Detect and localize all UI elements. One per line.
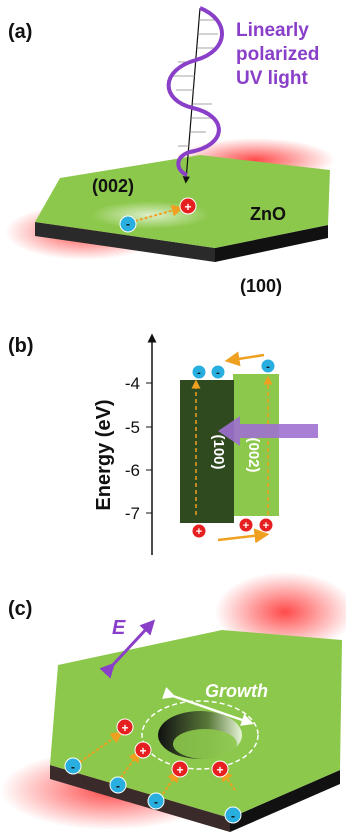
svg-text:-: - xyxy=(116,779,120,793)
hole-transfer-arrow xyxy=(217,528,270,544)
light-label-line-2: polarized xyxy=(236,44,319,65)
light-label: Linearly polarized UV light xyxy=(236,20,325,89)
svg-text:+: + xyxy=(216,763,223,777)
svg-text:-: - xyxy=(197,367,201,379)
svg-text:-: - xyxy=(154,795,158,809)
zno-side-face-right xyxy=(215,225,328,262)
panel-c: (c) E Growth + + + xyxy=(0,572,346,832)
svg-text:-: - xyxy=(231,809,235,823)
tick-label: -5 xyxy=(125,418,140,437)
hole-particle: + xyxy=(211,760,229,778)
hole-particle: + xyxy=(258,517,274,533)
svg-text:-: - xyxy=(216,367,220,379)
svg-text:+: + xyxy=(263,520,269,532)
facet-002-label: (002) xyxy=(92,176,134,196)
facet-100-label: (100) xyxy=(240,276,282,296)
energy-ticks: -4 -5 -6 -7 xyxy=(125,374,152,523)
band-002 xyxy=(233,374,279,516)
etch-pit-hole-inner xyxy=(173,729,237,759)
svg-text:+: + xyxy=(139,744,146,758)
zno-label: ZnO xyxy=(250,204,286,224)
panel-b-label: (b) xyxy=(8,335,34,357)
wave-lines xyxy=(172,19,218,147)
incident-light-arrow xyxy=(218,416,318,446)
hole-particle: + xyxy=(191,523,207,539)
svg-text:+: + xyxy=(121,721,128,735)
tick-label: -7 xyxy=(125,504,140,523)
polarized-wave xyxy=(166,6,224,177)
hole-particle: + xyxy=(171,760,189,778)
electron-transfer-arrow xyxy=(224,351,265,367)
tick-label: -6 xyxy=(125,461,140,480)
electron-particle: - xyxy=(64,757,82,775)
electron-particle: - xyxy=(109,776,127,794)
zno-side-face xyxy=(35,222,215,262)
svg-text:-: - xyxy=(266,361,270,373)
hole-particle: + xyxy=(179,197,197,215)
svg-text:+: + xyxy=(184,200,191,214)
panel-b: (b) Energy (eV) -4 -5 -6 -7 (100) (002) … xyxy=(8,333,318,555)
hole-particle: + xyxy=(238,517,254,533)
electron-particle: - xyxy=(224,806,242,824)
svg-text:-: - xyxy=(126,217,130,231)
charge-transfer-arrow xyxy=(134,204,184,222)
panel-c-label: (c) xyxy=(8,598,32,620)
light-label-line-1: Linearly xyxy=(236,20,309,41)
panel-a-label: (a) xyxy=(8,21,32,43)
growth-label: Growth xyxy=(205,681,268,701)
band-100 xyxy=(180,380,234,523)
zno-side-face-right xyxy=(230,770,340,832)
energy-axis-title: Energy (eV) xyxy=(93,399,115,510)
light-label-line-3: UV light xyxy=(236,68,308,89)
electron-particle: - xyxy=(147,792,165,810)
svg-text:-: - xyxy=(71,760,75,774)
electron-particle: - xyxy=(260,358,276,374)
red-glow-top-right xyxy=(215,572,346,652)
electron-particle: - xyxy=(119,215,137,233)
hole-particle: + xyxy=(116,718,134,736)
electron-particle: - xyxy=(191,364,207,380)
polarization-arrow xyxy=(99,619,156,679)
band-100-label: (100) xyxy=(210,434,227,469)
electron-particle: - xyxy=(210,364,226,380)
svg-text:+: + xyxy=(196,526,202,538)
hole-particle: + xyxy=(134,741,152,759)
growth-arrow xyxy=(162,687,254,726)
svg-text:+: + xyxy=(243,520,249,532)
panel-a: (a) Linearly polarized UV light (002) Zn… xyxy=(5,6,335,296)
tick-label: -4 xyxy=(125,374,140,393)
field-label: E xyxy=(112,617,126,639)
band-002-label: (002) xyxy=(245,437,262,472)
zno-side-face xyxy=(50,765,230,832)
svg-text:+: + xyxy=(176,763,183,777)
